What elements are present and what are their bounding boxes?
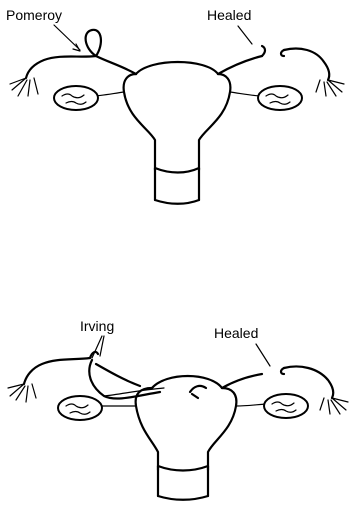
right-tube-stump-proximal xyxy=(262,46,265,56)
uterus-fundus-bottom xyxy=(152,376,222,388)
right-fimbriae xyxy=(316,80,344,96)
top-diagram: Pomeroy Healed xyxy=(6,7,344,204)
irving-uterine-tunnel xyxy=(190,386,206,398)
pointer-pomeroy xyxy=(54,25,80,50)
label-healed-bottom: Healed xyxy=(214,325,258,341)
left-fimbriae xyxy=(10,78,38,96)
uterus-right-wall-bottom xyxy=(208,388,236,470)
cervix-bottom-bottom xyxy=(158,496,208,500)
right-tube-stump-bottom xyxy=(281,368,284,374)
pomeroy-loop xyxy=(86,30,101,56)
cervix-bottom xyxy=(155,200,199,204)
left-tube-proximal xyxy=(96,56,136,74)
uterus-fundus xyxy=(136,62,218,74)
uterus-left-wall-bottom xyxy=(136,388,158,470)
left-tube-proximal-bottom xyxy=(96,364,140,386)
left-tube-distal-bottom xyxy=(24,358,90,384)
uterus-right-wall xyxy=(199,74,230,170)
bottom-diagram: Irving Healed xyxy=(8,318,348,500)
label-healed-top: Healed xyxy=(207,7,251,23)
label-pomeroy: Pomeroy xyxy=(6,7,62,23)
left-tube-distal xyxy=(26,56,96,78)
cervix-top-bottom xyxy=(158,466,208,471)
uterus-left-wall xyxy=(124,74,155,170)
right-tube-proximal-bottom xyxy=(222,374,262,388)
label-irving: Irving xyxy=(80,318,114,334)
left-fimbriae-bottom xyxy=(8,384,36,402)
right-tube-distal xyxy=(284,49,329,81)
cervix-top xyxy=(155,168,199,173)
right-tube-stump-distal xyxy=(281,50,284,56)
pointer-healed-bottom xyxy=(256,344,270,366)
right-fimbriae-bottom xyxy=(320,398,348,414)
right-ovarian-ligament xyxy=(230,92,262,96)
right-tube-distal-bottom xyxy=(284,367,333,399)
pointer-healed-top xyxy=(238,26,252,44)
right-tube-proximal xyxy=(218,56,262,74)
